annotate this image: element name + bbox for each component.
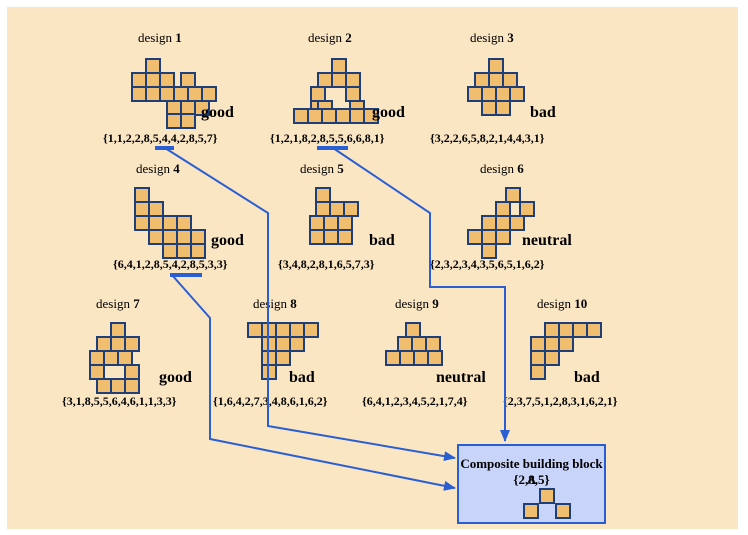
block-cell xyxy=(303,322,319,338)
design-5-label: design 5 xyxy=(300,161,344,176)
design-10-sequence: {2,3,7,5,1,2,8,3,1,6,2,1} xyxy=(503,394,618,408)
block-cell xyxy=(505,187,521,203)
design-2-sequence: {1,2,1,8,2,8,5,5,6,6,8,1} xyxy=(270,131,385,145)
design-10-label: design 10 xyxy=(537,296,588,311)
block-cell xyxy=(427,350,443,366)
diagram-panel xyxy=(7,7,738,529)
design-3-rating: bad xyxy=(530,104,556,121)
design-1-sequence: {1,1,2,2,8,5,4,4,2,8,5,7} xyxy=(103,131,218,145)
block-cell xyxy=(586,322,602,338)
block-cell xyxy=(509,86,525,102)
arrow-design-2 xyxy=(332,147,510,442)
design-7-rating: good xyxy=(159,369,192,386)
arrow-design-4 xyxy=(171,274,456,491)
design-9-label: design 9 xyxy=(395,296,439,311)
block-cell xyxy=(495,100,511,116)
block-cell xyxy=(180,113,196,129)
composite-sequence: {2,8,5} xyxy=(513,472,550,487)
design-6-rating: neutral xyxy=(522,232,572,249)
block-cell xyxy=(190,243,206,259)
design-10-rating: bad xyxy=(574,369,600,386)
block-cell xyxy=(530,364,546,380)
design-8-label: design 8 xyxy=(253,296,297,311)
block-cell xyxy=(363,108,379,124)
design-7-sequence: {3,1,8,5,5,6,4,6,1,1,3,3} xyxy=(62,394,177,408)
design-4-label: design 4 xyxy=(136,161,180,176)
design-1-label: design 1 xyxy=(138,30,182,45)
design-3-label: design 3 xyxy=(470,30,514,45)
design-6-label: design 6 xyxy=(480,161,524,176)
composite-title: Composite building block A xyxy=(460,456,603,487)
design-7-label: design 7 xyxy=(96,296,140,311)
design-8-sequence: {1,6,4,2,7,3,4,8,6,1,6,2} xyxy=(213,394,328,408)
block-cell xyxy=(558,336,574,352)
block-cell xyxy=(519,201,535,217)
design-1-rating: good xyxy=(201,104,234,121)
block-cell xyxy=(481,243,497,259)
block-cell xyxy=(495,229,511,245)
block-cell xyxy=(337,229,353,245)
design-3-sequence: {3,2,2,6,5,8,2,1,4,4,3,1} xyxy=(430,131,545,145)
block-cell xyxy=(555,503,571,519)
block-cell xyxy=(194,100,210,116)
design-4-rating: good xyxy=(211,232,244,249)
design-9-sequence: {6,4,1,2,3,4,5,2,1,7,4} xyxy=(362,394,468,408)
block-cell xyxy=(539,488,555,504)
design-5-rating: bad xyxy=(369,232,395,249)
block-cell xyxy=(275,350,291,366)
design-4-sequence: {6,4,1,2,8,5,4,2,8,5,3,3} xyxy=(113,257,228,271)
design-8-rating: bad xyxy=(289,369,315,386)
block-cell xyxy=(289,336,305,352)
design-5-sequence: {3,4,8,2,8,1,6,5,7,3} xyxy=(278,257,375,271)
block-cell xyxy=(124,378,140,394)
design-2-label: design 2 xyxy=(308,30,352,45)
block-cell xyxy=(544,350,560,366)
arrow-design-1 xyxy=(164,147,456,462)
design-9-rating: neutral xyxy=(436,369,486,386)
design-2-rating: good xyxy=(372,104,405,121)
design-6-sequence: {2,3,2,3,4,3,5,6,5,1,6,2} xyxy=(430,257,545,271)
block-cell xyxy=(509,215,525,231)
block-cell xyxy=(523,503,539,519)
